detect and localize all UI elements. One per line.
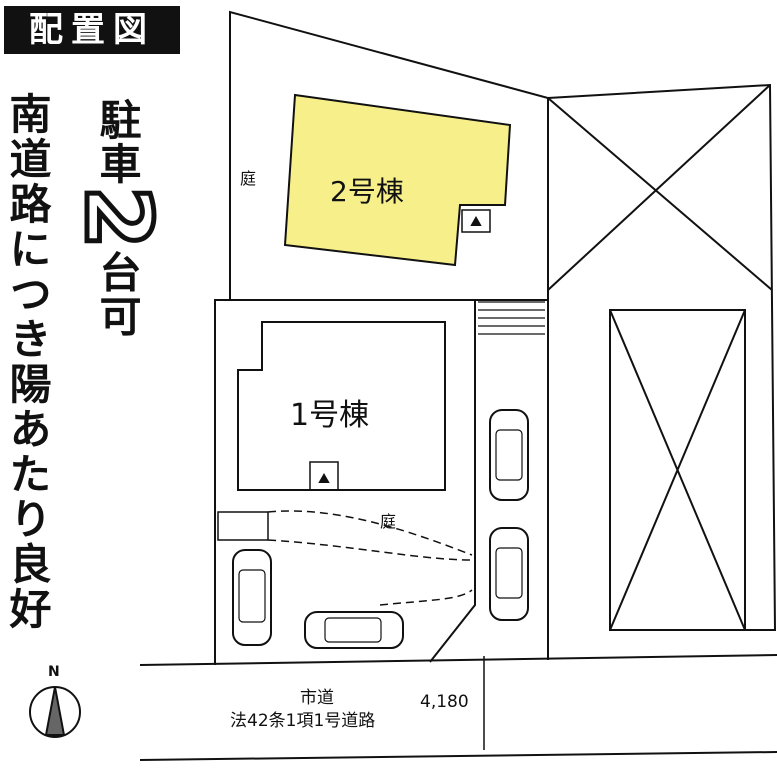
road-width: 4,180 [420,692,469,712]
parking-count: 2 [63,184,173,254]
driveway-edge [429,300,476,663]
car-icon [232,549,272,646]
north-label: N [48,664,60,680]
page-title: 配置図 [4,6,180,54]
garden-label-north: 庭 [240,169,257,188]
walkway-dashed-2 [267,539,473,561]
walkway-dashed-1 [267,510,473,556]
entrance-marker [470,215,482,226]
entrance-icon [309,461,339,491]
gate [217,511,269,541]
building-2 [283,93,512,267]
neighbor-lot-boundary [547,83,777,631]
garden-label-south: 庭 [380,512,397,531]
stairs [478,301,545,335]
entrance-icon [461,209,491,233]
lot-boundary [214,10,549,665]
car-icon [304,611,404,649]
sunlight-slogan: 南道路につき陽あたり良好 [3,92,52,632]
road-edge-north [139,654,777,666]
car-icon [489,527,529,621]
parking-slogan: 駐車2台可 [63,98,173,339]
parking-prefix: 駐車 [93,98,142,186]
building-2-label: 2号棟 [330,175,404,208]
north-arrow-icon [29,686,81,738]
parking-suffix: 台可 [93,250,142,339]
building-1-label: 1号棟 [290,398,370,433]
walkway-dashed-3 [379,589,473,606]
entrance-marker [318,472,330,483]
car-icon [489,409,529,501]
road-type: 法42条1項1号道路 [230,711,376,731]
neighbor-parking-x-2 [609,309,746,631]
building-1 [237,321,446,491]
neighbor-parking [609,309,746,631]
neighbor-x-2 [547,84,771,291]
road-edge-south [139,751,777,761]
neighbor-x-1 [547,97,773,291]
road-name: 市道 [300,688,334,708]
